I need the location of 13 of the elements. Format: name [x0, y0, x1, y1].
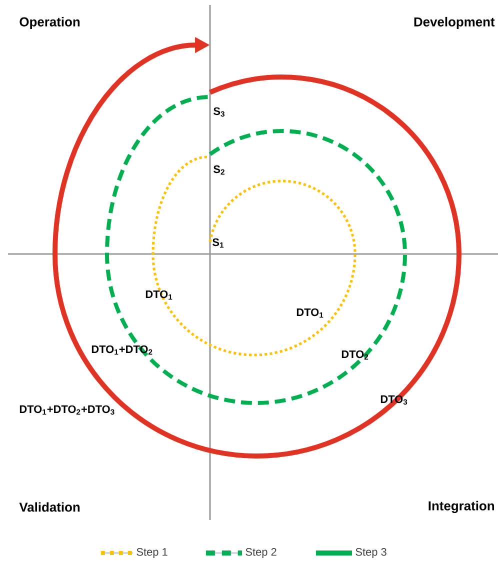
stage-label: S$_{3}$ — [214, 107, 224, 117]
quadrant-label: Validation — [19, 502, 80, 512]
quadrant-label: Operation — [20, 16, 80, 30]
legend-label: Step 2 — [246, 548, 276, 558]
dto-label: DTO$_{1}$ — [146, 290, 172, 300]
quadrant-label: Development — [414, 16, 495, 30]
quadrant-label: Integration — [428, 500, 494, 514]
stage-label: S$_{2}$ — [214, 165, 224, 175]
legend-label: Step 3 — [356, 548, 386, 558]
stage-label: S$_{1}$ — [212, 238, 224, 248]
dto-label: DTO$_{1}$+DTO$_{2}$+DTO$_{3}$ — [20, 405, 114, 415]
legend-label: Step 1 — [136, 548, 168, 558]
dto-label: DTO$_{1}$ — [296, 308, 324, 318]
